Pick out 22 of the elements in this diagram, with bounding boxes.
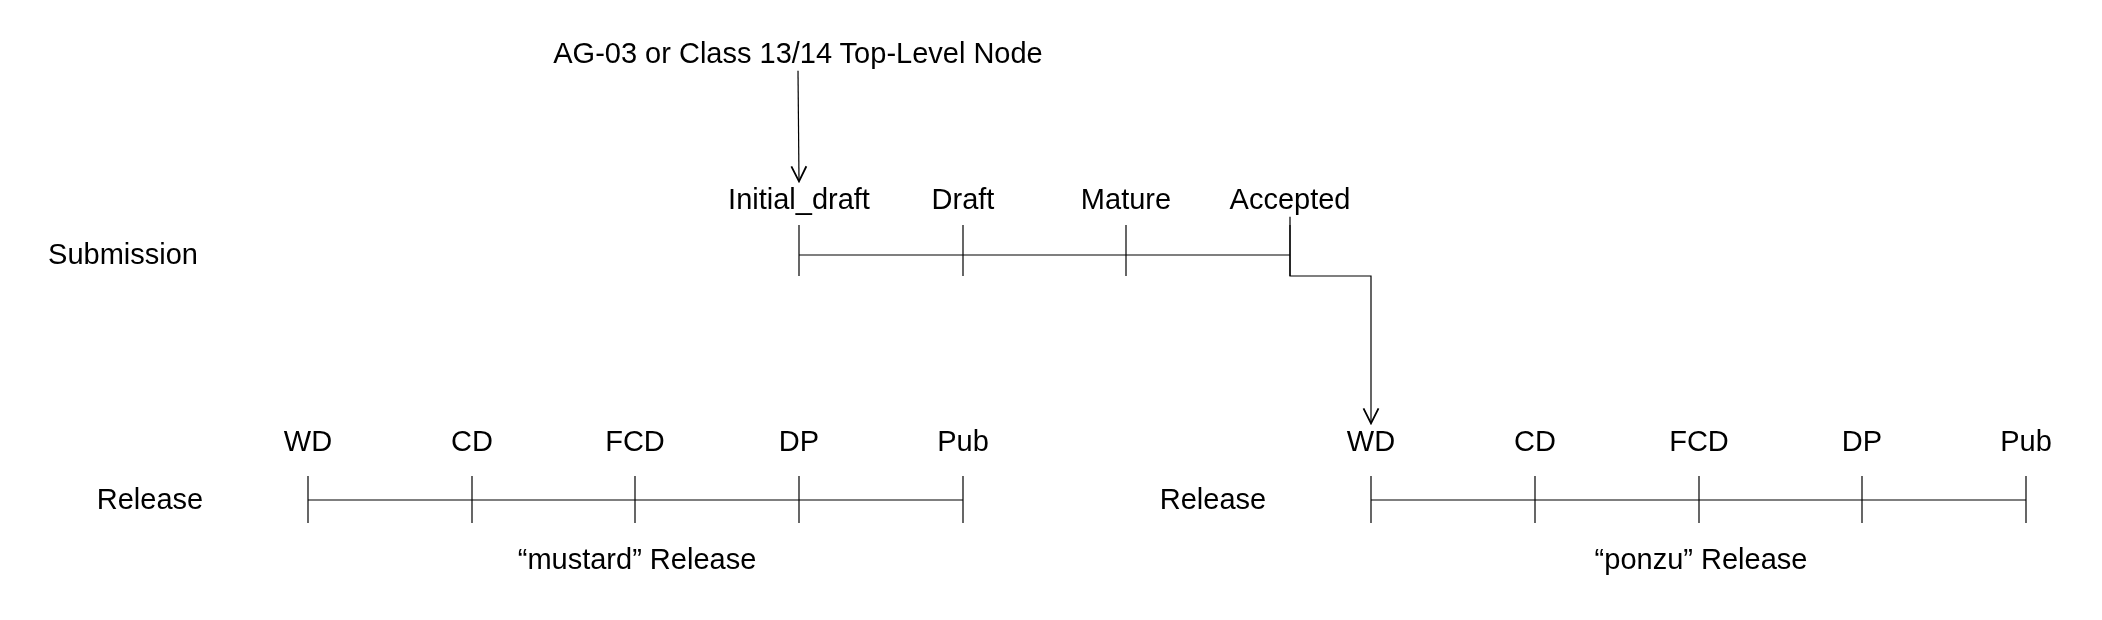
stage-label: DP (778, 425, 820, 459)
stage-label: CD (451, 425, 493, 459)
row-label: Submission (48, 238, 198, 272)
stage-label: Accepted (1229, 183, 1351, 217)
stage-label: FCD (1669, 425, 1729, 459)
stage-label: CD (1514, 425, 1556, 459)
node-label: AG-03 or Class 13/14 Top-Level Node (553, 37, 1043, 71)
release-caption: “ponzu” Release (1594, 543, 1808, 577)
arrow (790, 70, 808, 183)
stage-label: Pub (2000, 425, 2052, 459)
stage-label: Draft (931, 183, 995, 217)
release-caption: “mustard” Release (517, 543, 757, 577)
stage-label: Mature (1080, 183, 1172, 217)
stage-label: FCD (605, 425, 665, 459)
stage-label: Pub (937, 425, 989, 459)
arrow (1289, 216, 1380, 425)
stage-label: DP (1841, 425, 1883, 459)
row-label: Release (96, 483, 204, 517)
row-label: Release (1159, 483, 1267, 517)
stage-label: Initial_draft (728, 183, 870, 217)
stage-label: WD (283, 425, 333, 459)
stage-label: WD (1346, 425, 1396, 459)
